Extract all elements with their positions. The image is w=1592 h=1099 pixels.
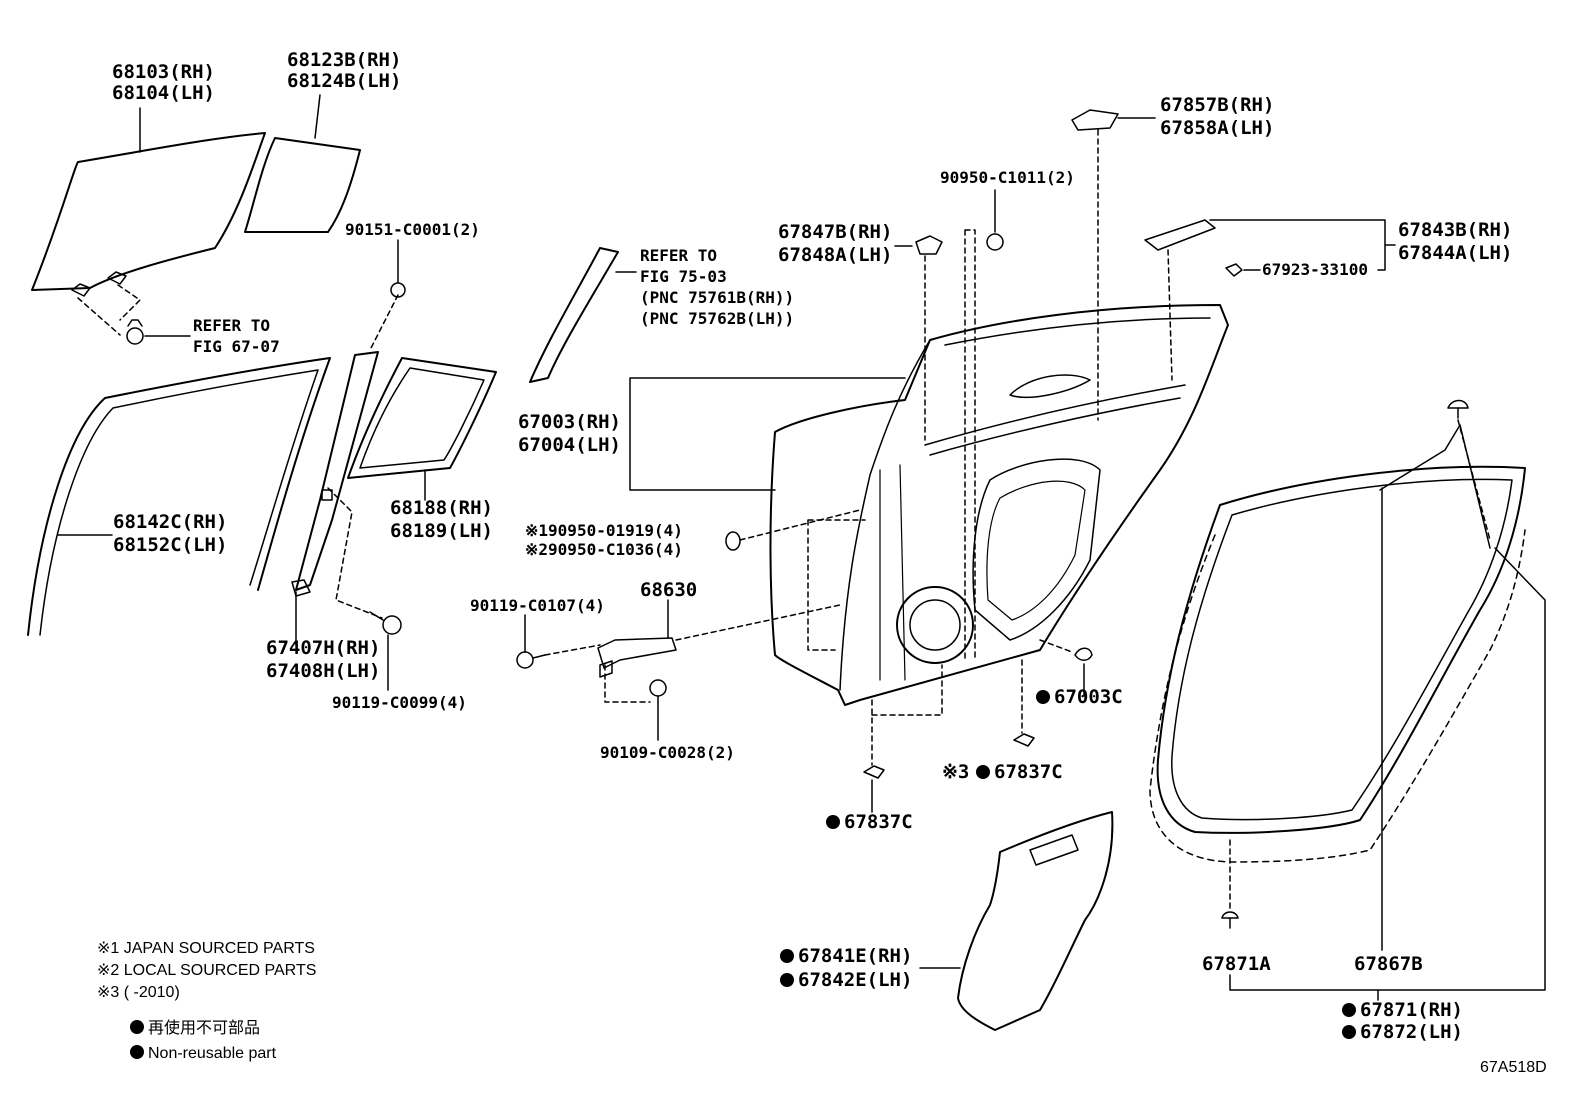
note-non-reusable-en: Non-reusable part [130, 1043, 276, 1065]
label-68142c: 68142C(RH) [113, 511, 228, 533]
label-68189: 68189(LH) [390, 520, 493, 542]
label-68152c: 68152C(LH) [113, 534, 228, 556]
label-67003c: 67003C [1036, 687, 1123, 708]
leader-check-dash [544, 644, 601, 656]
quarter-glass [244, 137, 361, 233]
leader-67843 [1209, 219, 1396, 271]
door-shell [769, 304, 1229, 706]
leader-67003 [629, 377, 906, 491]
label-refer75-line1: REFER TO [640, 246, 718, 265]
label-67841e: 67841E(RH) [780, 946, 912, 967]
clip-top-67871 [1447, 399, 1469, 419]
label-68104: 68104(LH) [112, 82, 215, 104]
label-67848a: 67848A(LH) [778, 244, 893, 266]
rear-door-glass [31, 132, 266, 297]
label-90950-c1011: 90950-C1011(2) [940, 168, 1075, 187]
label-90151: 90151-C0001(2) [345, 220, 480, 239]
label-90119-c0099: 90119-C0099(4) [332, 693, 467, 712]
label-68188: 68188(RH) [390, 497, 493, 519]
service-hole-cover [957, 811, 1114, 1031]
label-67843b: 67843B(RH) [1398, 219, 1513, 241]
label-90119-c0107: 90119-C0107(4) [470, 596, 605, 615]
label-refer67-line1: REFER TO [193, 316, 271, 335]
leader-90950-01919 [739, 509, 861, 541]
label-67837c-a: 67837C [826, 812, 913, 833]
clip-67923 [1225, 263, 1243, 277]
clip-67847 [915, 235, 943, 255]
note-non-reusable-jp: 再使用不可部品 [130, 1018, 260, 1040]
label-67871: 67871(RH) [1342, 1000, 1463, 1021]
label-67842e: 67842E(LH) [780, 970, 912, 991]
leader-67003c-dash [1039, 639, 1073, 653]
hole-plug-67003c [1074, 647, 1093, 661]
leader-90109-dash [604, 664, 651, 703]
figure-code: 67A518D [1480, 1059, 1547, 1076]
label-refer75-line3: (PNC 75761B(RH)) [640, 288, 795, 307]
glass-bolt [126, 319, 144, 345]
leader-bolt-dash [77, 284, 141, 336]
clip-67871a [1221, 911, 1239, 929]
label-67857b: 67857B(RH) [1160, 94, 1275, 116]
label-67858a: 67858A(LH) [1160, 117, 1275, 139]
note-japan-sourced: ※1 JAPAN SOURCED PARTS [97, 940, 315, 957]
screw-90151 [390, 282, 406, 298]
clip-67837c-b [1013, 733, 1035, 747]
label-67408h: 67408H(LH) [266, 660, 381, 682]
leader-68630-dash [675, 604, 841, 641]
note-model-years: ※3 ( -2010) [97, 984, 180, 1001]
door-check [597, 637, 677, 678]
bolt-90119-c0107 [516, 651, 546, 669]
label-67871a: 67871A [1202, 953, 1271, 975]
label-68103: 68103(RH) [112, 61, 215, 83]
bolt-90109 [649, 679, 667, 697]
belt-molding [529, 247, 619, 383]
grommet-90950 [725, 531, 741, 551]
label-67923: 67923-33100 [1262, 260, 1368, 279]
leader-67837c-a-dash [871, 664, 943, 766]
leader-67843-dash [1167, 249, 1173, 381]
label-67003: 67003(RH) [518, 411, 621, 433]
label-67867b: 67867B [1354, 953, 1423, 975]
label-68124b: 68124B(LH) [287, 70, 402, 92]
note-local-sourced: ※2 LOCAL SOURCED PARTS [97, 962, 317, 979]
frame-molding-67843 [1144, 219, 1216, 251]
label-refer67-line2: FIG 67-07 [193, 337, 280, 356]
label-68630: 68630 [640, 579, 698, 601]
label-90950-c1036: ※290950-C1036(4) [525, 540, 683, 559]
label-90950-01919: ※190950-01919(4) [525, 521, 683, 540]
clip-90950-c1011 [986, 233, 1004, 251]
division-bar [291, 351, 379, 597]
label-67837c-b: 67837C [976, 762, 1063, 783]
label-67847b: 67847B(RH) [778, 221, 893, 243]
label-68123b: 68123B(RH) [287, 49, 402, 71]
leader-90950-c1011-dash [964, 229, 976, 661]
glass-run-channel [27, 357, 331, 636]
outside-handle-frame [1071, 109, 1119, 131]
leader-68123 [314, 94, 321, 139]
label-refer75-line4: (PNC 75762B(LH)) [640, 309, 795, 328]
quarter-window-frame [347, 357, 497, 479]
label-refer75-line2: FIG 75-03 [640, 267, 727, 286]
leader-67867b-top [1379, 424, 1491, 549]
label-67837c-b-prefix: ※3 [942, 761, 970, 783]
label-67872: 67872(LH) [1342, 1022, 1463, 1043]
label-90109: 90109-C0028(2) [600, 743, 735, 762]
leader-67871 [1229, 547, 1546, 991]
label-67004: 67004(LH) [518, 434, 621, 456]
label-67407h: 67407H(RH) [266, 637, 381, 659]
label-67844a: 67844A(LH) [1398, 242, 1513, 264]
leader-door-dash [807, 519, 866, 651]
leader-division-dash [327, 294, 399, 619]
door-weatherstrip [1149, 465, 1526, 863]
leader-clip-top-dash [1457, 419, 1491, 541]
screw-90119-c0099 [369, 611, 402, 635]
clip-67837c-a [863, 765, 885, 779]
